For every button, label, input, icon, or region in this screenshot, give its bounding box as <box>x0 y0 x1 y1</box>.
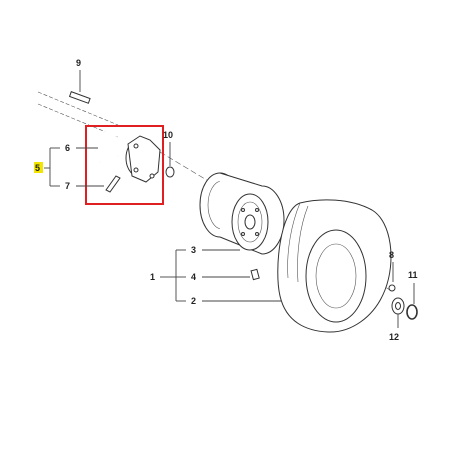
spacer-part-10 <box>165 142 175 178</box>
bolt-part-8 <box>388 262 396 292</box>
label-5: 5 <box>35 163 40 173</box>
label-6: 6 <box>65 143 70 153</box>
key-part-9 <box>68 70 91 104</box>
leader-lines <box>44 147 282 302</box>
label-3: 3 <box>191 245 196 255</box>
washer-part-12 <box>391 297 405 328</box>
label-11: 11 <box>408 270 418 280</box>
pin-part-7 <box>105 175 121 193</box>
label-7: 7 <box>65 181 70 191</box>
bolts-part-6 <box>95 131 127 169</box>
highlight-box <box>85 125 164 205</box>
label-12: 12 <box>389 332 399 342</box>
part-labels: 1 2 3 4 5 6 7 8 9 10 11 12 <box>34 58 418 342</box>
label-8: 8 <box>389 250 394 260</box>
rim <box>199 172 285 255</box>
valve-part-4 <box>250 268 260 281</box>
hub-assembly <box>125 135 161 183</box>
snap-ring-part-11 <box>406 283 418 320</box>
label-2: 2 <box>191 296 196 306</box>
label-9: 9 <box>76 58 81 68</box>
label-1: 1 <box>150 272 155 282</box>
tire <box>277 199 392 333</box>
label-5-highlight <box>34 162 43 173</box>
label-4: 4 <box>191 272 196 282</box>
label-10: 10 <box>163 130 173 140</box>
